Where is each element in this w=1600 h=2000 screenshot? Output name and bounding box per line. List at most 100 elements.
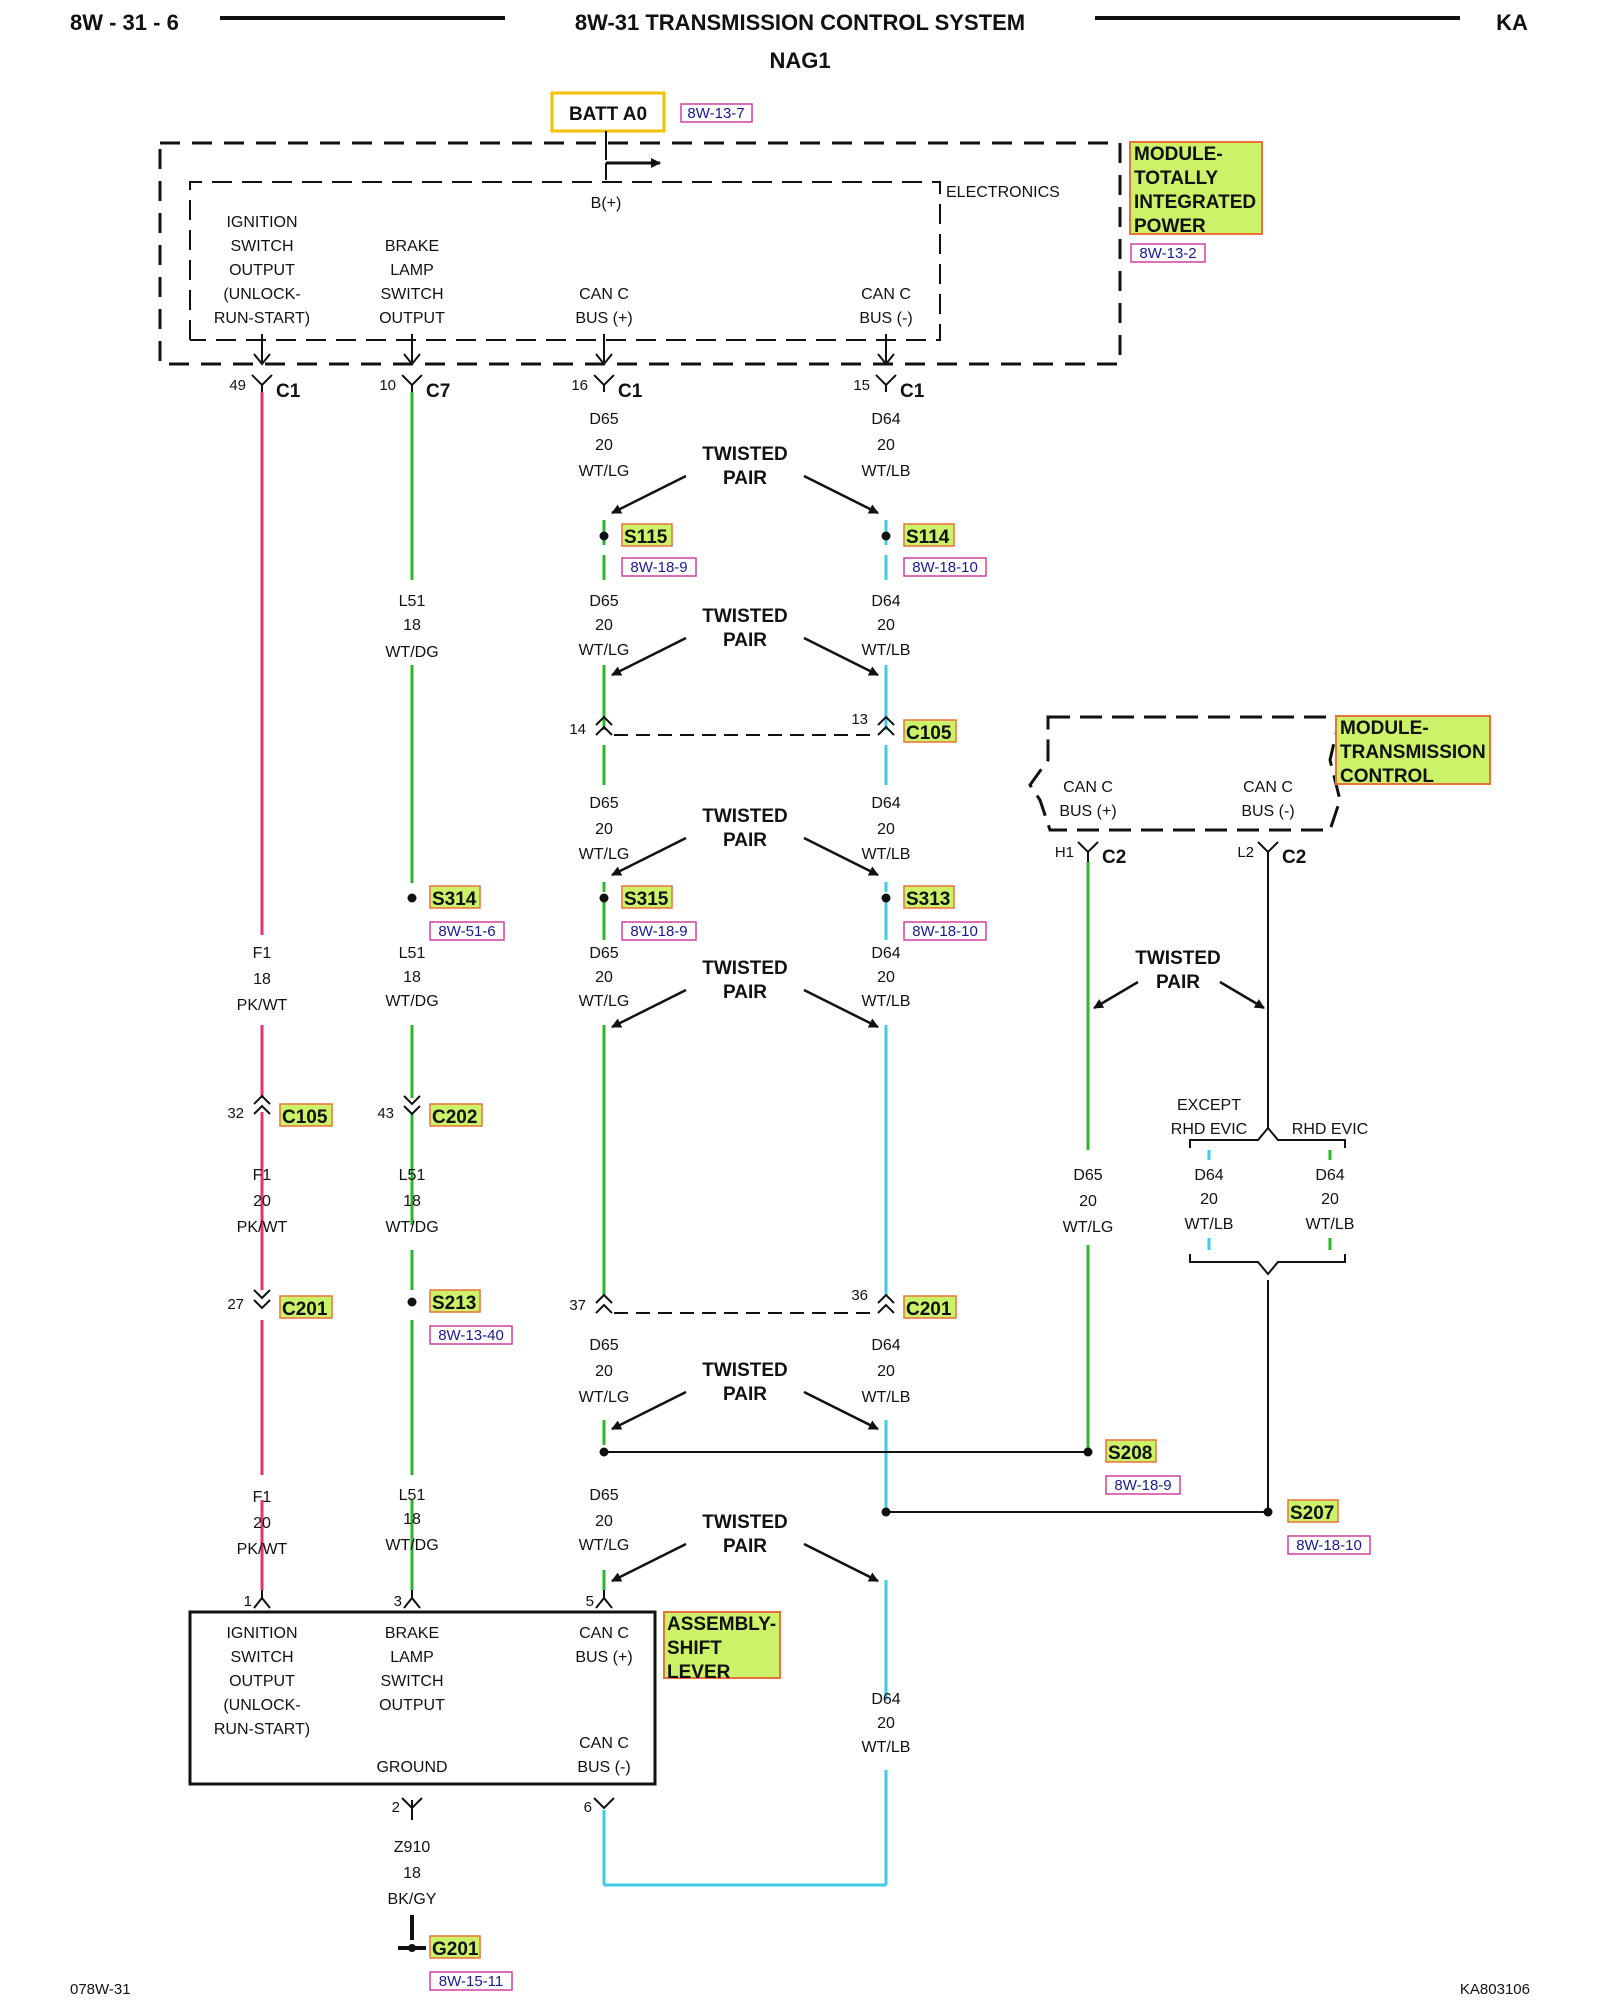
tipm-brake-label-1: BRAKE	[385, 238, 439, 255]
twisted-pair-4-a: TWISTED	[702, 958, 788, 979]
splice-s314-ref[interactable]: 8W-51-6	[438, 923, 495, 940]
tipm-conn-c1-canp: C1	[618, 381, 643, 402]
d64-label-2-gauge: 20	[877, 617, 895, 634]
c201-pin-36: 36	[851, 1287, 868, 1304]
splice-s313-label[interactable]: S313	[906, 889, 950, 910]
c201-label-ign[interactable]: C201	[282, 1299, 328, 1320]
splice-s115-ref[interactable]: 8W-18-9	[630, 559, 687, 576]
c202-label[interactable]: C202	[432, 1107, 477, 1128]
page-title: 8W-31 TRANSMISSION CONTROL SYSTEM	[575, 10, 1025, 35]
shifter-pin-6: 6	[584, 1799, 592, 1816]
l51-label-2-gauge: 18	[403, 969, 421, 986]
f1-label-2-gauge: 20	[253, 1193, 271, 1210]
tcm-module-outline	[1028, 715, 1342, 832]
d65-label-6-code: D65	[589, 1487, 618, 1504]
tipm-name-2: TOTALLY	[1134, 168, 1218, 189]
tipm-ref[interactable]: 8W-13-2	[1139, 245, 1196, 262]
ground-symbol	[408, 1944, 416, 1952]
vehicle-code: KA	[1496, 10, 1528, 35]
footer-left: 078W-31	[70, 1981, 131, 1998]
tcm-canm-label-2: BUS (-)	[1241, 803, 1294, 820]
tipm-conn-c7: C7	[426, 381, 450, 402]
footer-right: KA803106	[1460, 1981, 1530, 1998]
splice-s207-label[interactable]: S207	[1290, 1503, 1334, 1524]
d65-label-1-color: WT/LG	[579, 463, 630, 480]
c201-label-can[interactable]: C201	[906, 1299, 952, 1320]
page-subtitle: NAG1	[769, 48, 830, 73]
c105-pin-13: 13	[851, 711, 868, 728]
tcm-name-2: TRANSMISSION	[1340, 742, 1486, 763]
d65-label-3-code: D65	[589, 795, 618, 812]
shifter-ground-label: GROUND	[376, 1759, 447, 1776]
splice-s115-label[interactable]: S115	[624, 527, 668, 548]
splice-s313-ref[interactable]: 8W-18-10	[912, 923, 978, 940]
splice-s315-label[interactable]: S315	[624, 889, 669, 910]
c105-pin-32: 32	[227, 1105, 244, 1122]
splice-s314-label[interactable]: S314	[432, 889, 477, 910]
splice-dot-s114	[881, 531, 891, 541]
shifter-brake-label-1: BRAKE	[385, 1625, 439, 1642]
l51-label-4-color: WT/DG	[385, 1537, 438, 1554]
c105-label-can[interactable]: C105	[906, 723, 952, 744]
splice-s207-ref[interactable]: 8W-18-10	[1296, 1537, 1362, 1554]
d64-label-2-code: D64	[871, 593, 900, 610]
page-number: 8W - 31 - 6	[70, 10, 179, 35]
splice-s315-ref[interactable]: 8W-18-9	[630, 923, 687, 940]
wire-d64	[602, 520, 888, 1887]
twisted-pair-6-a: TWISTED	[702, 1512, 788, 1533]
splice-s213-ref[interactable]: 8W-13-40	[438, 1327, 504, 1344]
c105-label-ign[interactable]: C105	[282, 1107, 328, 1128]
tcm-pin-l2: L2	[1237, 844, 1254, 861]
splice-s208-ref[interactable]: 8W-18-9	[1114, 1477, 1171, 1494]
c201-pin-37: 37	[569, 1297, 586, 1314]
d65-label-6-color: WT/LG	[579, 1537, 630, 1554]
shifter-pin-3: 3	[394, 1593, 402, 1610]
splice-s114-label[interactable]: S114	[906, 527, 950, 548]
tipm-conn-c1-canm: C1	[900, 381, 925, 402]
splice-s114-ref[interactable]: 8W-18-10	[912, 559, 978, 576]
splice-dot-s314	[407, 893, 417, 903]
tipm-ign-label-4: (UNLOCK-	[223, 286, 300, 303]
opt2-d64-label-gauge: 20	[1321, 1191, 1339, 1208]
d64-label-5-gauge: 20	[877, 1363, 895, 1380]
shifter-ign-label-2: SWITCH	[230, 1649, 293, 1666]
d65-label-4-code: D65	[589, 945, 618, 962]
d65-label-3-color: WT/LG	[579, 846, 630, 863]
twisted-pair-2-b: PAIR	[723, 630, 767, 651]
tipm-ign-label-2: SWITCH	[230, 238, 293, 255]
batt-ref[interactable]: 8W-13-7	[687, 105, 744, 122]
d65-label-5-color: WT/LG	[579, 1389, 630, 1406]
f1-label-3-gauge: 20	[253, 1515, 271, 1532]
shifter-ign-label-1: IGNITION	[226, 1625, 297, 1642]
opt2-d64-label-color: WT/LB	[1306, 1216, 1355, 1233]
d64-label-2-color: WT/LB	[862, 642, 911, 659]
c201-pin-27: 27	[227, 1296, 244, 1313]
opt-d64-label-code: D64	[1194, 1167, 1223, 1184]
d64-label-1-color: WT/LB	[862, 463, 911, 480]
d65-label-4-color: WT/LG	[579, 993, 630, 1010]
tipm-bplus-label: B(+)	[591, 195, 622, 212]
shifter-name-1: ASSEMBLY-	[667, 1614, 776, 1635]
splice-s208-label[interactable]: S208	[1108, 1443, 1152, 1464]
l51-label-1-gauge: 18	[403, 617, 421, 634]
z910-label-gauge: 18	[403, 1865, 421, 1882]
shifter-brake-label-4: OUTPUT	[379, 1697, 445, 1714]
option-except-2: RHD EVIC	[1171, 1121, 1247, 1138]
shifter-ign-label-3: OUTPUT	[229, 1673, 295, 1690]
ground-g201-label[interactable]: G201	[432, 1939, 479, 1960]
tipm-brake-label-2: LAMP	[390, 262, 434, 279]
d64-label-6-code: D64	[871, 1691, 900, 1708]
tcm-conn-c2-a: C2	[1102, 847, 1126, 868]
d64-label-3-color: WT/LB	[862, 846, 911, 863]
splice-dot-s207	[1263, 1507, 1273, 1517]
shifter-canp-label-2: BUS (+)	[575, 1649, 632, 1666]
splice-s213-label[interactable]: S213	[432, 1293, 476, 1314]
twisted-pair-7-b: PAIR	[1156, 972, 1200, 993]
tcm-pin-h1: H1	[1055, 844, 1074, 861]
d65-label-6-gauge: 20	[595, 1513, 613, 1530]
shifter-pin-1: 1	[244, 1593, 252, 1610]
ground-g201-ref[interactable]: 8W-15-11	[439, 1973, 503, 1990]
shifter-module-outline	[188, 1610, 657, 1786]
opt-d64-label-gauge: 20	[1200, 1191, 1218, 1208]
tcm-d65-label-gauge: 20	[1079, 1193, 1097, 1210]
